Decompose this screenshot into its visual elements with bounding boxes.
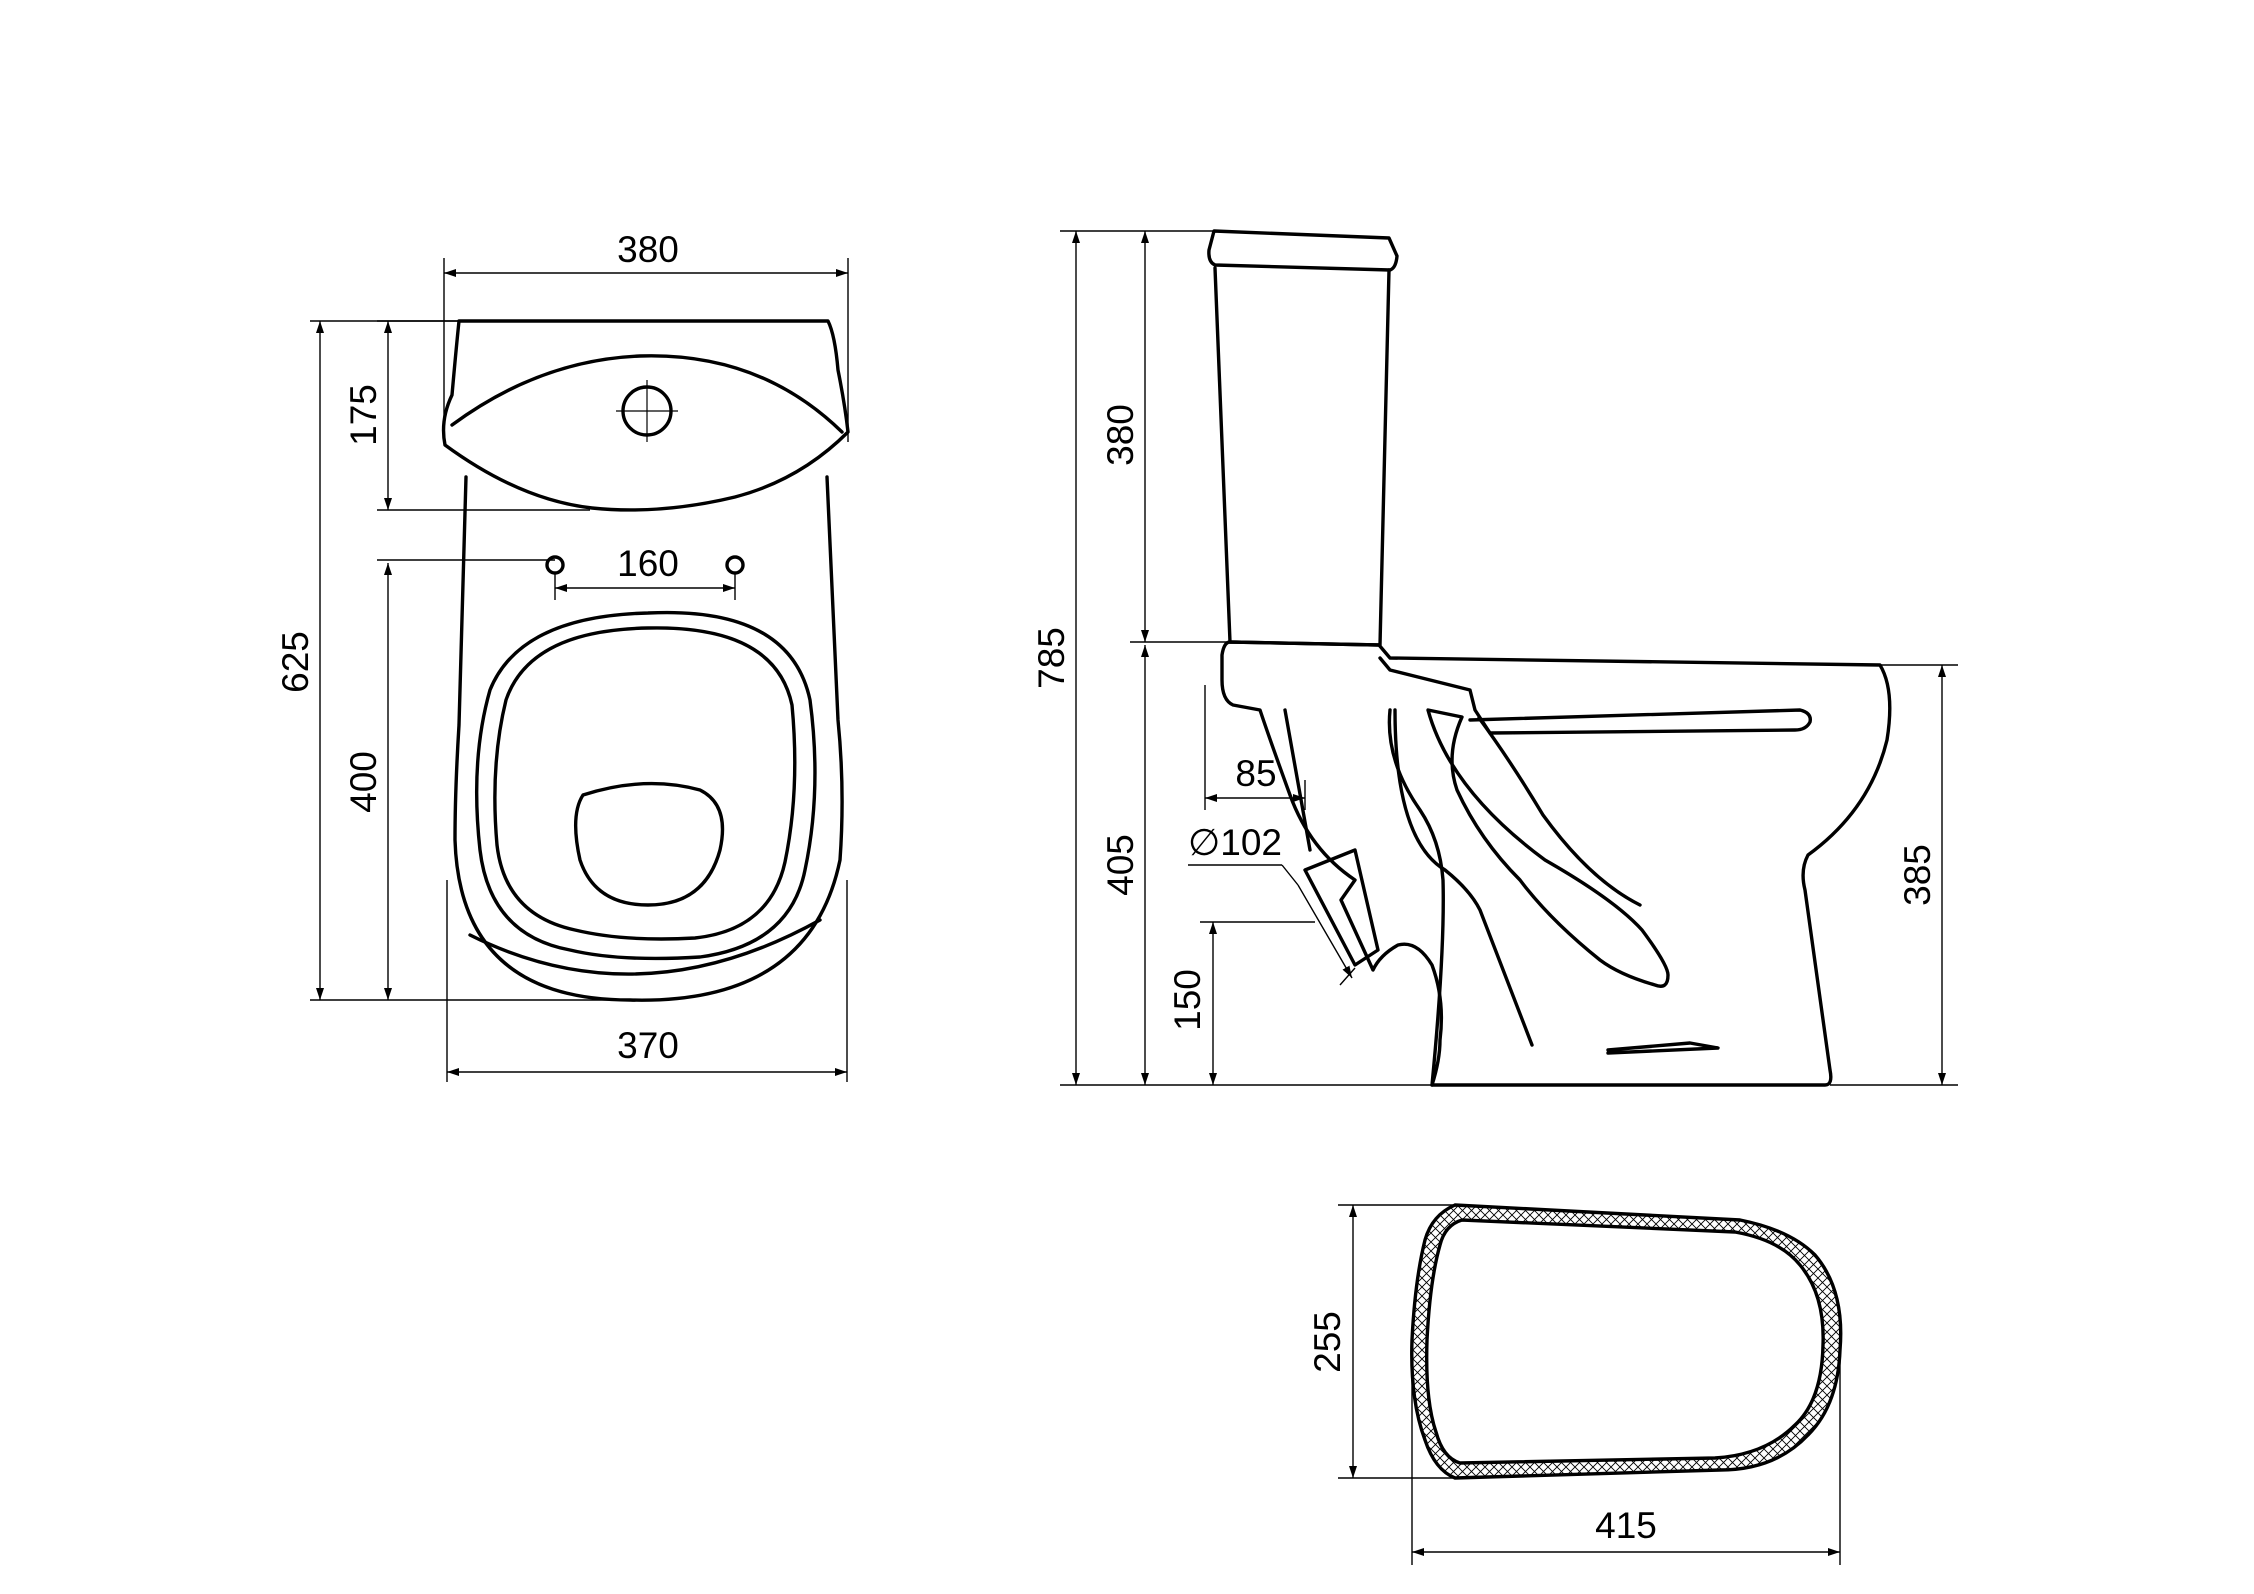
label-outlet-height: 150 [1167, 969, 1208, 1031]
dimension-diameter-102 [1188, 864, 1356, 986]
dimension-160 [554, 573, 736, 600]
cistern-side-outline [1207, 229, 1399, 647]
dimension-150 [1200, 921, 1315, 1085]
dimension-380-front [443, 258, 849, 442]
dimension-400 [377, 559, 555, 1000]
label-total-height: 785 [1031, 627, 1072, 689]
dimension-785 [1060, 230, 1432, 1086]
label-bolt-spacing: 160 [617, 543, 679, 584]
dimension-385 [1830, 664, 1958, 1086]
dimension-85 [1204, 685, 1306, 810]
dimension-lines [310, 230, 1958, 1565]
label-rim-height: 385 [1897, 844, 1938, 906]
label-base-length: 415 [1595, 1505, 1657, 1546]
dimension-labels: 380 175 625 400 160 370 785 380 405 85 ∅… [275, 229, 1938, 1546]
dimension-415 [1411, 1340, 1841, 1565]
dimension-255 [1338, 1204, 1455, 1479]
front-view [441, 319, 850, 1002]
base-view [1410, 1203, 1843, 1480]
label-tank-depth: 175 [343, 384, 384, 446]
dimension-380-side [1130, 231, 1230, 643]
label-seat-height: 405 [1100, 834, 1141, 896]
label-width-top: 380 [617, 229, 679, 270]
cistern-top-outline [441, 319, 850, 512]
label-tank-height: 380 [1100, 404, 1141, 466]
side-view [1207, 229, 1892, 1087]
label-width-bottom: 370 [617, 1025, 679, 1066]
label-bowl-length: 400 [343, 751, 384, 813]
seat-outline [474, 610, 817, 961]
dimension-175 [377, 320, 590, 511]
flush-button-icon [616, 380, 678, 442]
pan-side-outline [1220, 640, 1892, 1087]
label-total-length: 625 [275, 631, 316, 693]
label-outlet-diameter: ∅102 [1188, 822, 1282, 863]
dimension-370 [446, 880, 848, 1082]
label-outlet-offset: 85 [1235, 753, 1276, 794]
dimension-625 [310, 320, 640, 1001]
label-base-depth: 255 [1307, 1311, 1348, 1373]
